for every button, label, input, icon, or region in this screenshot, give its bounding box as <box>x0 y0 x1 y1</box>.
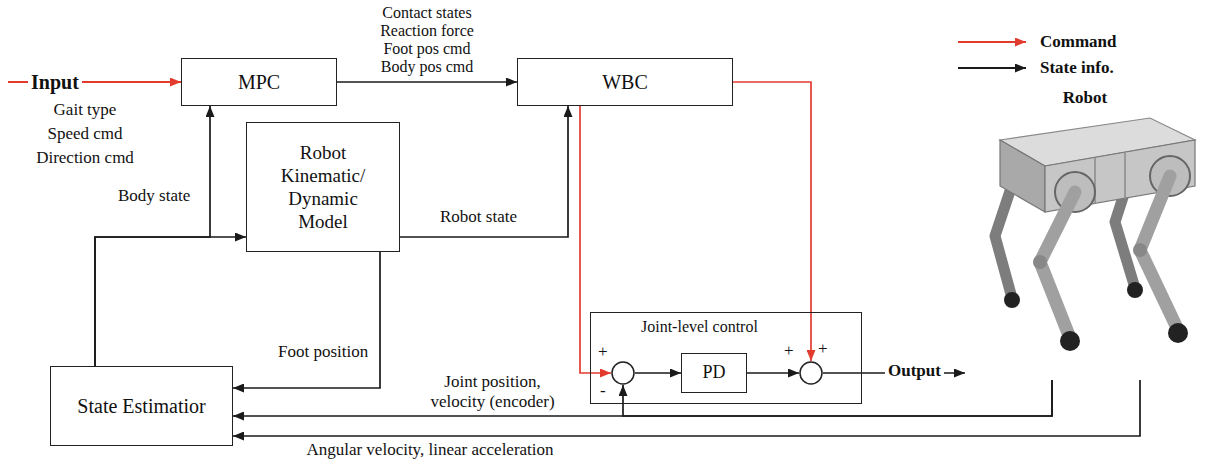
estimator-box: State Estimatior <box>50 366 233 446</box>
connector <box>747 372 799 374</box>
block-name: PD <box>702 362 725 384</box>
connector <box>635 372 681 374</box>
robot-foot <box>1060 331 1080 351</box>
legend-text: Command <box>1040 32 1117 52</box>
sign: + <box>598 342 608 362</box>
legend-command-sample <box>958 41 1026 43</box>
sign: - <box>600 381 606 401</box>
block-name: State Estimatior <box>77 394 205 418</box>
legend-text: State info. <box>1040 58 1114 78</box>
summing-junction: ++ <box>799 361 823 385</box>
junction-circle <box>800 362 822 384</box>
input-item: Gait type <box>10 100 160 120</box>
input-item: Speed cmd <box>10 124 160 144</box>
sign: + <box>818 339 828 359</box>
edge-label: Robot state <box>440 207 517 227</box>
summing-junction: +- <box>611 361 635 385</box>
robot-knee <box>1033 255 1047 269</box>
edge-label: Body state <box>118 186 190 206</box>
model-box: Robot Kinematic/ Dynamic Model <box>246 122 400 252</box>
edge-label: Output <box>885 361 944 381</box>
robot-foot <box>1004 292 1020 308</box>
connector <box>580 106 611 373</box>
controller-box: MPC <box>181 58 337 106</box>
controller-box: WBC <box>517 58 733 106</box>
robot-leg <box>995 176 1015 298</box>
connector <box>95 106 210 366</box>
junction-outline <box>799 361 823 385</box>
edge-label: Joint position, velocity (encoder) <box>425 372 560 412</box>
robot-foot <box>1168 323 1188 343</box>
connector <box>95 237 246 366</box>
legend-state-sample <box>958 67 1026 69</box>
connector-group <box>95 82 1140 436</box>
connector <box>400 106 568 237</box>
robot-figure: Robot <box>965 88 1205 380</box>
connector <box>233 252 380 388</box>
figure-title: Robot <box>965 88 1205 108</box>
input-item: Direction cmd <box>10 148 160 168</box>
sign: + <box>784 341 794 361</box>
edge-label: Contact states Reaction force Foot pos c… <box>373 4 481 76</box>
junction-outline <box>611 361 635 385</box>
group-title: Joint-level control <box>641 317 758 336</box>
control-group: Joint-level control+-PD++ <box>590 312 862 404</box>
robot-body-rib <box>1124 153 1126 199</box>
robot-illustration <box>995 118 1195 351</box>
connector <box>337 81 517 83</box>
robot-knee <box>1133 243 1147 257</box>
block-name: MPC <box>238 70 280 94</box>
edge-label: Angular velocity, linear acceleration <box>300 440 560 460</box>
robot-body-end <box>1000 140 1045 212</box>
input-title: Input <box>28 70 82 94</box>
block-name: Robot Kinematic/ Dynamic Model <box>268 141 378 233</box>
connector <box>233 380 1052 416</box>
robot-foot <box>1127 282 1143 298</box>
block-name: WBC <box>602 70 648 94</box>
edge-label: Foot position <box>278 342 368 362</box>
pd-box: PD <box>681 353 747 393</box>
junction-circle <box>612 362 634 384</box>
